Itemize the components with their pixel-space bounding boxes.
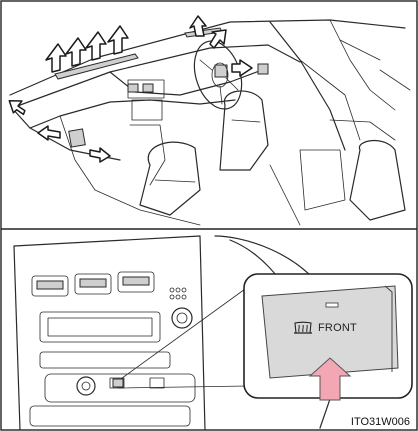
press-arrow-icon (306, 356, 354, 402)
front-defroster-button[interactable]: FRONT (292, 318, 372, 338)
front-button-label: FRONT (318, 322, 357, 334)
front-defroster-icon (292, 320, 314, 336)
image-code: ITO31W006 (351, 416, 410, 428)
